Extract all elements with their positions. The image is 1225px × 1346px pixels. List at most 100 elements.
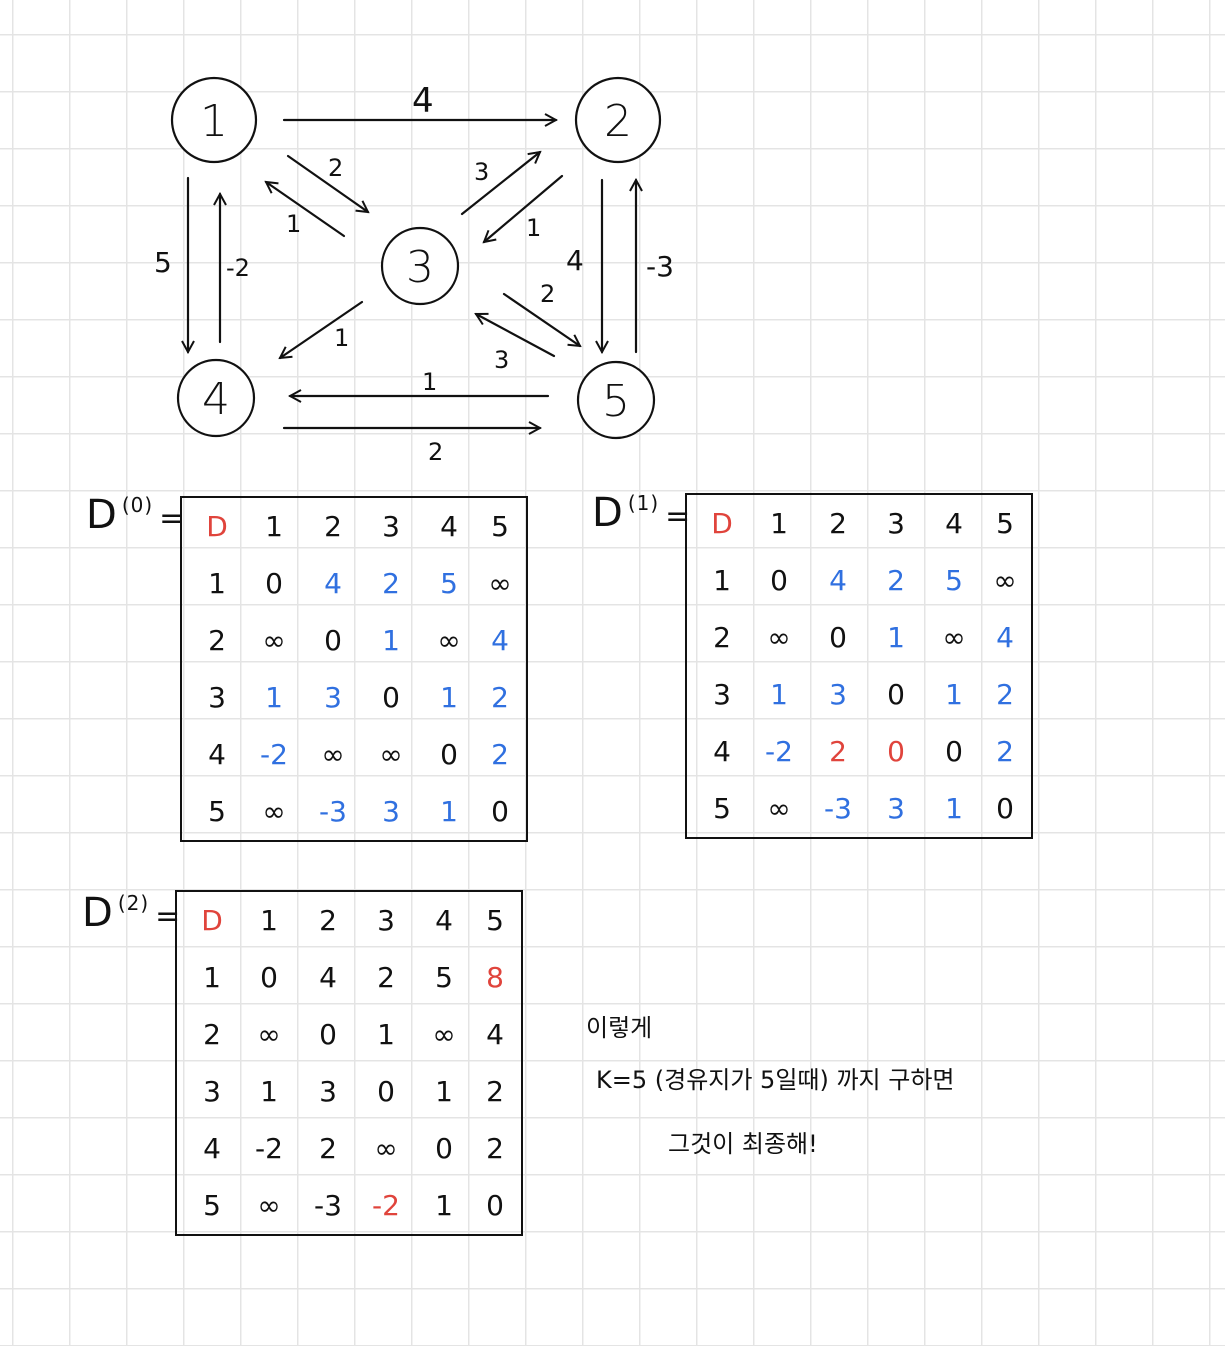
matrix-header-cell: D bbox=[711, 507, 733, 540]
matrix-cell: ∞ bbox=[767, 792, 791, 825]
matrix-cell: ∞ bbox=[257, 1189, 281, 1222]
matrix-cell: ∞ bbox=[767, 621, 791, 654]
edge-weight-3-to-2: 3 bbox=[474, 158, 489, 186]
matrix-cell: 0 bbox=[382, 681, 400, 714]
matrix-cell: 2 bbox=[996, 678, 1014, 711]
node-5: 5 bbox=[576, 360, 656, 440]
matrix-cell: 3 bbox=[382, 795, 400, 828]
matrix-header-cell: 2 bbox=[829, 507, 847, 540]
matrix-header-cell: 4 bbox=[945, 507, 963, 540]
matrix-header-cell: 1 bbox=[265, 510, 283, 543]
matrix-row-label: 4 bbox=[713, 735, 731, 768]
edge-5-to-3 bbox=[476, 312, 556, 358]
edge-weight-2-to-5: 4 bbox=[566, 244, 584, 277]
matrix-cell: ∞ bbox=[432, 1018, 456, 1051]
node-label-5: 5 bbox=[602, 376, 630, 427]
matrix-header-cell: 3 bbox=[382, 510, 400, 543]
matrix-cell: 1 bbox=[945, 678, 963, 711]
matrix-header-cell: 5 bbox=[491, 510, 509, 543]
node-label-2: 2 bbox=[604, 96, 632, 147]
matrix-cell: 2 bbox=[996, 735, 1014, 768]
node-1: 1 bbox=[170, 76, 258, 164]
matrix-cell: 3 bbox=[829, 678, 847, 711]
matrix-cell: ∞ bbox=[262, 795, 286, 828]
note-line-3: 그것이 최종해! bbox=[668, 1130, 818, 1158]
matrix-cell: ∞ bbox=[321, 738, 345, 771]
matrix-cell: 3 bbox=[324, 681, 342, 714]
matrix-cell: 0 bbox=[440, 738, 458, 771]
matrix-cell: 0 bbox=[260, 961, 278, 994]
matrix-row-label: 2 bbox=[203, 1018, 221, 1051]
edge-weight-5-to-3: 3 bbox=[494, 346, 509, 374]
edge-weight-3-to-4: 1 bbox=[334, 324, 349, 352]
matrix-cell: 1 bbox=[435, 1075, 453, 1108]
matrix-header-cell: 1 bbox=[260, 904, 278, 937]
matrix-cell: 0 bbox=[829, 621, 847, 654]
matrix-cell: -2 bbox=[260, 738, 288, 771]
matrix-cell: 1 bbox=[260, 1075, 278, 1108]
matrix-row-label: 5 bbox=[208, 795, 226, 828]
edge-2-to-3 bbox=[484, 174, 564, 242]
edge-weight-5-to-2: -3 bbox=[646, 250, 674, 283]
edge-1-to-3 bbox=[286, 154, 368, 212]
matrix-cell: 3 bbox=[887, 792, 905, 825]
matrix-cell: -3 bbox=[319, 795, 347, 828]
matrix-cell: 4 bbox=[829, 564, 847, 597]
matrix-row-label: 4 bbox=[208, 738, 226, 771]
matrix-cell: 0 bbox=[377, 1075, 395, 1108]
matrix-name: D bbox=[86, 492, 118, 538]
matrix-cell: 0 bbox=[491, 795, 509, 828]
matrix-cell: 0 bbox=[887, 735, 905, 768]
matrix-row-label: 3 bbox=[208, 681, 226, 714]
matrix-header-cell: 2 bbox=[324, 510, 342, 543]
edge-weight-3-to-5: 2 bbox=[540, 280, 555, 308]
node-label-1: 1 bbox=[200, 96, 228, 147]
node-label-3: 3 bbox=[406, 242, 434, 293]
matrix-cell: -2 bbox=[765, 735, 793, 768]
matrix-cell: 1 bbox=[382, 624, 400, 657]
node-label-4: 4 bbox=[202, 374, 230, 425]
matrix-cell: 5 bbox=[440, 567, 458, 600]
edge-3-to-1 bbox=[266, 182, 346, 238]
matrix-header-cell: 1 bbox=[770, 507, 788, 540]
matrix-row-label: 3 bbox=[203, 1075, 221, 1108]
matrix-header-cell: 5 bbox=[486, 904, 504, 937]
matrix-row-label: 5 bbox=[203, 1189, 221, 1222]
edge-weight-1-to-2: 4 bbox=[412, 81, 434, 121]
matrix-cell: ∞ bbox=[262, 624, 286, 657]
matrix-cell: 2 bbox=[887, 564, 905, 597]
matrix-cell: 4 bbox=[486, 1018, 504, 1051]
matrix-cell: 0 bbox=[770, 564, 788, 597]
matrix-cell: -3 bbox=[824, 792, 852, 825]
matrix-header-cell: 4 bbox=[435, 904, 453, 937]
matrix-cell: 0 bbox=[265, 567, 283, 600]
matrix-row-label: 1 bbox=[203, 961, 221, 994]
matrix-cell: 2 bbox=[377, 961, 395, 994]
matrix-row-label: 1 bbox=[713, 564, 731, 597]
matrix-header-cell: 2 bbox=[319, 904, 337, 937]
node-3: 3 bbox=[380, 226, 460, 306]
matrix-cell: 4 bbox=[996, 621, 1014, 654]
matrix-cell: 2 bbox=[486, 1075, 504, 1108]
edge-weight-5-to-4: 1 bbox=[422, 368, 437, 396]
matrix-title-d2: D(2)= bbox=[82, 890, 181, 936]
matrix-header-cell: 5 bbox=[996, 507, 1014, 540]
matrix-cell: -3 bbox=[314, 1189, 342, 1222]
matrix-cell: 4 bbox=[491, 624, 509, 657]
matrix-row-label: 2 bbox=[208, 624, 226, 657]
matrix-cell: ∞ bbox=[488, 567, 512, 600]
matrix-cell: 8 bbox=[486, 961, 504, 994]
node-4: 4 bbox=[176, 358, 256, 438]
matrix-cell: 0 bbox=[324, 624, 342, 657]
edge-3-to-2 bbox=[460, 152, 540, 216]
matrix-cell: 1 bbox=[265, 681, 283, 714]
matrix-cell: 0 bbox=[887, 678, 905, 711]
edge-weight-4-to-1: -2 bbox=[226, 254, 250, 282]
edge-weight-1-to-4: 5 bbox=[154, 246, 172, 279]
matrix-cell: 1 bbox=[377, 1018, 395, 1051]
matrix-name: D bbox=[82, 890, 114, 936]
matrix-cell: 0 bbox=[319, 1018, 337, 1051]
